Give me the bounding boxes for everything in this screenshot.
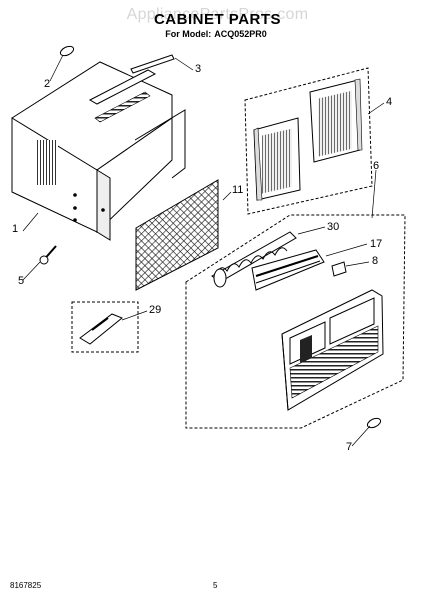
top-strip-part — [130, 54, 175, 74]
callout-1: 1 — [12, 223, 19, 235]
side-curtain-group — [244, 67, 373, 215]
watermark-text: AppliancePartsPros.com — [126, 6, 309, 23]
louver-part — [211, 231, 297, 288]
gasket-part-7 — [366, 417, 382, 429]
callout-6: 6 — [373, 160, 380, 172]
right-side-curtain — [309, 78, 363, 163]
remote-control-part — [79, 313, 123, 345]
front-assembly-group — [185, 214, 406, 429]
screw-part — [39, 245, 57, 265]
front-grille-part — [281, 289, 384, 411]
left-side-curtain — [253, 117, 301, 201]
filter-part — [135, 179, 219, 291]
callout-3: 3 — [195, 63, 202, 75]
callout-17: 17 — [370, 238, 383, 250]
vane-part — [251, 249, 325, 291]
model-subtitle: For Model:ACQ052PR0 — [0, 29, 435, 39]
callout-8: 8 — [372, 255, 379, 267]
page-number: 5 — [213, 581, 218, 590]
gasket-part-2 — [59, 45, 75, 57]
clip-part — [331, 261, 347, 277]
callout-5: 5 — [18, 275, 25, 287]
model-prefix: For Model: — [165, 29, 212, 39]
callout-11: 11 — [232, 184, 244, 196]
callout-29: 29 — [149, 304, 162, 316]
page-title: CABINET PARTS — [153, 11, 282, 28]
callout-4: 4 — [386, 96, 393, 108]
document-number: 8167825 — [10, 581, 42, 590]
callout-2: 2 — [44, 78, 51, 90]
callout-7: 7 — [346, 441, 353, 453]
callout-30: 30 — [327, 221, 340, 233]
remote-control-group — [71, 301, 139, 353]
model-number: ACQ052PR0 — [214, 29, 267, 39]
cabinet-part — [11, 61, 186, 241]
leader-lines — [22, 54, 385, 447]
